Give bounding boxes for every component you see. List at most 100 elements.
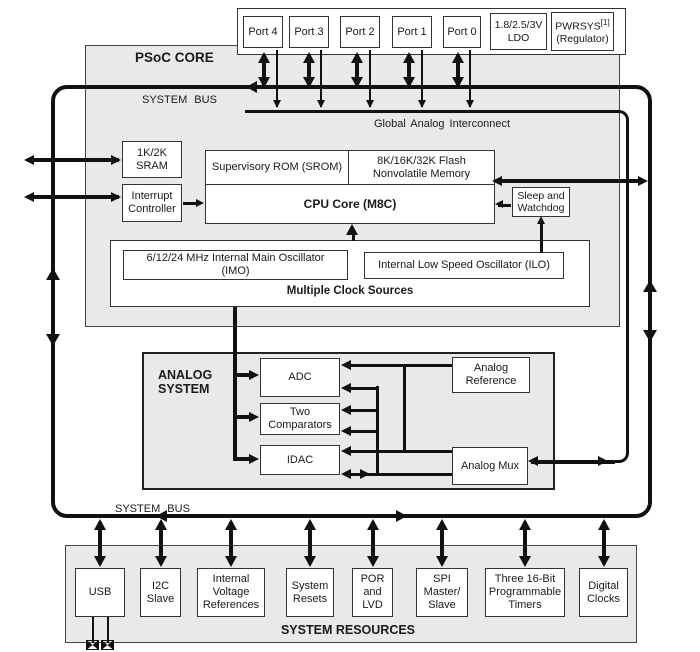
wire-port3-bus <box>307 55 311 85</box>
wire-gai-right <box>626 122 629 452</box>
interrupt-controller-box: Interrupt Controller <box>122 184 182 222</box>
wire-resets-bus <box>308 522 312 564</box>
arrow-right <box>249 411 259 422</box>
system-bus-bottom-label: SYSTEM BUS <box>115 503 190 515</box>
wire-mux-idac <box>345 472 452 476</box>
arrow-down <box>366 556 379 567</box>
arrow-up <box>225 519 237 530</box>
wire-port0-gai <box>469 50 471 107</box>
arrow-up <box>346 224 358 235</box>
arrow-down <box>225 556 237 567</box>
wire-port4-bus <box>262 55 266 85</box>
arrow-down <box>519 556 531 567</box>
imo-box: 6/12/24 MHz Internal Main Oscillator (IM… <box>123 250 348 280</box>
wire-port4-gai <box>276 50 278 107</box>
arrow-up <box>258 52 270 63</box>
wire-gai-corner-bottom <box>615 450 629 463</box>
arrow-right <box>249 453 259 464</box>
wire-i2c-bus <box>158 522 163 564</box>
arrow-down <box>597 556 610 567</box>
wire-ilo-sleep <box>540 220 543 252</box>
arrow-left <box>528 455 538 466</box>
wire-port3-gai <box>320 50 322 107</box>
port-4-box: Port 4 <box>243 16 283 48</box>
wire-port2-gai <box>369 50 371 107</box>
wire-mux-adc <box>345 386 376 390</box>
global-analog-interconnect-label: Global Analog Interconnect <box>374 118 511 130</box>
wire-ivr-bus <box>229 522 233 564</box>
arrow-up <box>519 519 531 530</box>
wire-clocks-analog <box>233 307 237 354</box>
wire-mux-comp2 <box>345 429 376 433</box>
analog-mux-box: Analog Mux <box>452 447 528 485</box>
wire-usb-bus <box>98 522 102 564</box>
adc-box: ADC <box>260 358 340 397</box>
wire-gai-corner-top <box>615 110 629 124</box>
arrow-down <box>351 77 363 88</box>
arrow-left <box>341 468 351 479</box>
psoc-core-title: PSoC CORE <box>135 50 214 65</box>
ilo-box: Internal Low Speed Oscillator (ILO) <box>364 252 564 279</box>
wire-gai-top <box>245 110 617 113</box>
arrow-right <box>638 175 648 186</box>
arrow-right <box>598 455 608 466</box>
i2c-slave-box: I2C Slave <box>140 568 181 617</box>
wire-timers-bus <box>523 522 527 564</box>
arrow-left <box>341 446 351 456</box>
srom-cell: Supervisory ROM (SROM) <box>206 151 349 184</box>
sleep-watchdog-box: Sleep and Watchdog <box>512 187 570 217</box>
system-bus-top-label: SYSTEM BUS <box>142 94 217 106</box>
arrow-left <box>341 404 351 415</box>
arrow-up <box>94 519 106 530</box>
arrow-up <box>366 519 379 530</box>
wire-mux-vertical <box>376 386 379 476</box>
cpu-core-cell: CPU Core (M8C) <box>303 196 397 211</box>
arrow-up <box>154 519 167 530</box>
wire-sleep-cpu <box>498 204 511 207</box>
wire-interrupt-left <box>27 195 119 199</box>
wire-usb-pin1 <box>92 617 94 643</box>
arrow-left-bottom-bus <box>156 510 167 522</box>
arrow-right-bottom-bus <box>396 510 407 522</box>
arrow-down-small <box>465 100 474 108</box>
wire-ref-vertical <box>403 364 406 453</box>
arrow-down <box>154 556 167 567</box>
arrow-left <box>341 360 351 370</box>
arrow-left <box>24 154 34 165</box>
arrow-left <box>492 175 502 186</box>
pwrsys-label: PWRSYS[1](Regulator) <box>555 17 610 45</box>
voltage-references-box: Internal Voltage References <box>197 568 265 617</box>
usb-box: USB <box>75 568 125 617</box>
wire-port1-bus <box>407 55 411 85</box>
arrow-right <box>249 369 259 380</box>
arrow-up <box>351 52 363 63</box>
arrow-down <box>303 77 315 88</box>
arrow-up <box>436 519 448 530</box>
port-3-box: Port 3 <box>289 16 329 48</box>
sram-box: 1K/2K SRAM <box>122 141 182 178</box>
arrow-down <box>304 556 316 567</box>
wire-clocks-cpu <box>351 233 355 241</box>
wire-port2-bus <box>355 55 359 85</box>
arrow-up <box>452 52 464 63</box>
port-0-box: Port 0 <box>443 16 481 48</box>
wire-spi-bus <box>440 522 444 564</box>
por-lvd-box: POR and LVD <box>352 568 393 617</box>
wire-digclocks-bus <box>601 522 606 564</box>
arrow-down-left-bus <box>46 334 60 346</box>
wire-feed-idac <box>237 457 251 461</box>
arrow-down-small <box>316 100 325 108</box>
arrow-left-small <box>495 200 503 208</box>
arrow-right-small <box>196 198 204 207</box>
arrow-up <box>304 519 316 530</box>
wire-flash-bus <box>496 179 644 183</box>
arrow-right <box>360 468 370 479</box>
wire-feed-adc <box>237 373 251 377</box>
arrow-up-small <box>537 216 545 224</box>
port-2-box: Port 2 <box>340 16 380 48</box>
wire-ref-idac <box>345 450 452 453</box>
arrow-down <box>403 77 415 88</box>
arrow-left-top-bus <box>246 81 257 93</box>
wire-analog-feed <box>233 354 237 461</box>
